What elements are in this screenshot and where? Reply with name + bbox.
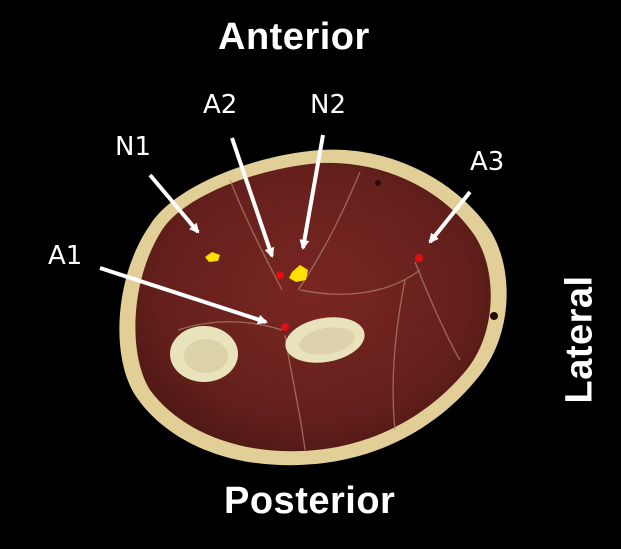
tibia-marrow	[299, 327, 355, 355]
artery-a1-marker	[281, 323, 289, 331]
arrow-n2	[299, 134, 325, 250]
fibula-marrow	[184, 339, 228, 373]
skin-spot	[490, 312, 498, 320]
skin-spot	[375, 180, 381, 186]
arrow-a1	[99, 266, 268, 325]
artery-a2-marker	[276, 271, 284, 279]
label-a3: A3	[470, 147, 505, 177]
artery-a3-marker	[415, 254, 423, 262]
label-a2: A2	[203, 90, 238, 120]
anterior-label: Anterior	[218, 16, 370, 58]
fascia-lines	[177, 171, 461, 451]
arrow-a2	[230, 137, 275, 258]
arrow-n1	[148, 173, 200, 234]
nerve-n2-marker	[289, 265, 308, 282]
label-n1: N1	[115, 132, 151, 162]
lateral-label: Lateral	[558, 275, 601, 404]
label-n2: N2	[310, 90, 346, 120]
nerve-n1-marker	[205, 252, 220, 262]
posterior-label: Posterior	[224, 480, 396, 522]
arrow-a3	[428, 190, 472, 244]
muscle-mass	[135, 162, 491, 452]
label-a1: A1	[48, 241, 83, 271]
